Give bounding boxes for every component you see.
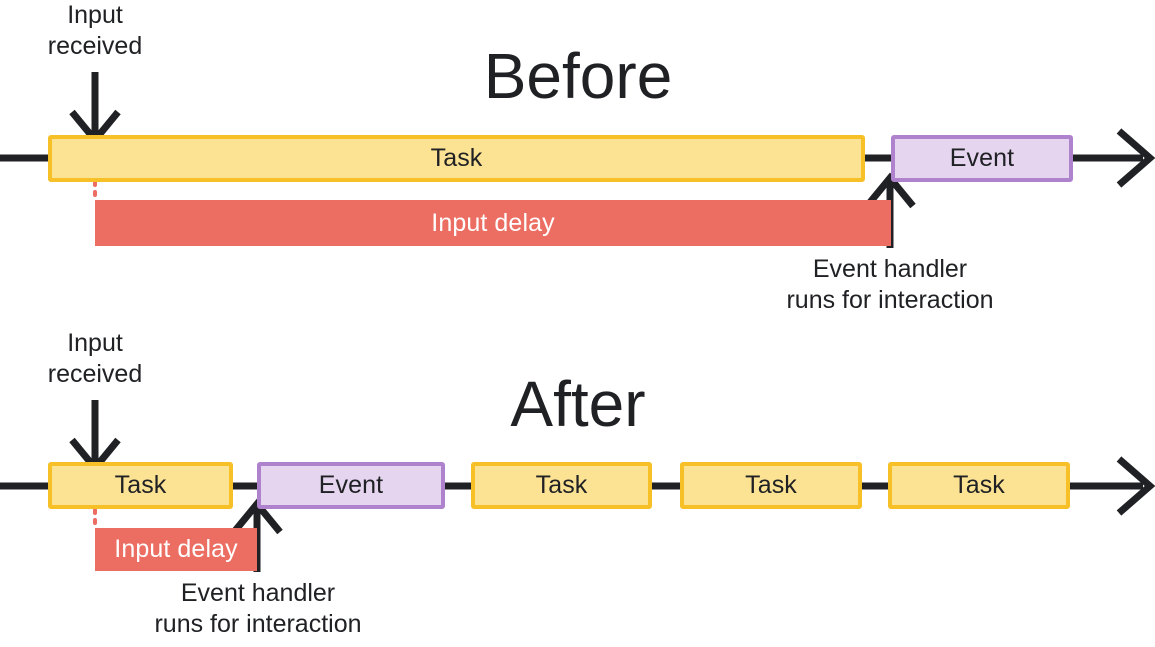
- before-handler-note-line1: Event handler: [812, 255, 968, 283]
- before-handler-note-line2: runs for interaction: [786, 286, 994, 314]
- after-task-label-2: Task: [535, 471, 588, 499]
- after-handler-note: Event handler runs for interaction: [108, 578, 408, 640]
- after-timeline-arrowhead: [1116, 456, 1155, 516]
- after-task-box-4[interactable]: Task: [888, 462, 1070, 509]
- after-handler-note-line1: Event handler: [180, 579, 336, 607]
- before-input-delay-bar: Input delay: [95, 200, 891, 246]
- before-input-received-label: Input received: [0, 0, 190, 62]
- before-input-received-line2: received: [47, 32, 143, 60]
- before-handler-note: Event handler runs for interaction: [740, 254, 1040, 316]
- before-input-delay-label: Input delay: [431, 208, 555, 237]
- after-input-received-label: Input received: [0, 328, 190, 390]
- before-input-received-line1: Input: [67, 1, 123, 29]
- after-task-label-3: Task: [745, 471, 797, 499]
- after-handler-note-line2: runs for interaction: [154, 610, 362, 638]
- after-task-label-1: Task: [114, 471, 167, 499]
- after-input-received-line2: received: [47, 360, 143, 388]
- before-task-box[interactable]: Task: [48, 135, 865, 182]
- before-task-label: Task: [430, 144, 483, 172]
- after-input-delay-bar: Input delay: [95, 528, 257, 571]
- before-section-title: Before: [483, 40, 673, 112]
- after-task-box-3[interactable]: Task: [680, 462, 862, 509]
- after-task-box-2[interactable]: Task: [471, 462, 652, 509]
- after-event-box[interactable]: Event: [257, 462, 445, 509]
- after-task-label-4: Task: [953, 471, 1005, 499]
- after-section-title: After: [510, 368, 646, 440]
- before-event-box[interactable]: Event: [891, 135, 1073, 182]
- after-task-box-1[interactable]: Task: [48, 462, 233, 509]
- before-event-label: Event: [949, 144, 1015, 172]
- before-timeline-arrowhead: [1116, 128, 1155, 188]
- after-input-received-line1: Input: [67, 329, 123, 357]
- after-input-delay-label: Input delay: [114, 535, 238, 563]
- after-event-label: Event: [318, 471, 384, 499]
